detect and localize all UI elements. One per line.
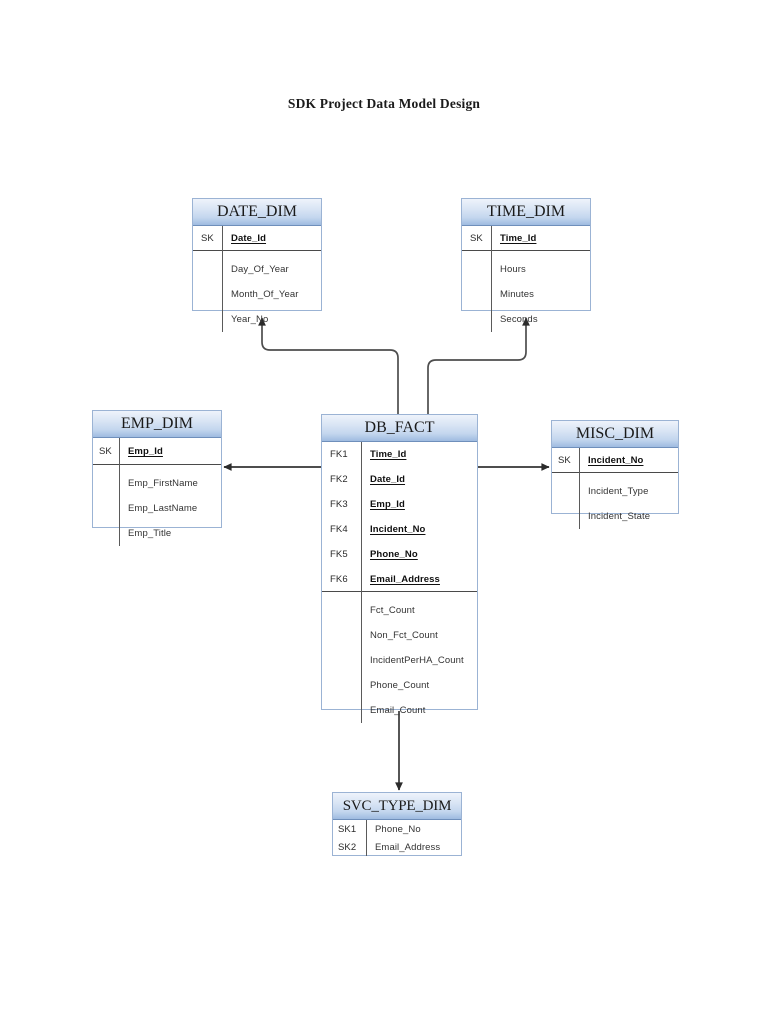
entity-emp-dim-body: SK Emp_Id Emp_FirstName Emp_LastName Emp…	[93, 438, 221, 546]
column-divider	[119, 438, 120, 546]
column-divider	[222, 226, 223, 332]
entity-emp-dim[interactable]: EMP_DIM SK Emp_Id Emp_FirstName Emp_Last…	[92, 410, 222, 546]
field-name: Phone_Count	[370, 680, 430, 691]
table-row[interactable]: Year_No	[193, 307, 321, 332]
table-row[interactable]: FK4 Incident_No	[322, 517, 477, 542]
field-name: Emp_Id	[128, 445, 163, 457]
table-row[interactable]: FK6 Email_Address	[322, 567, 477, 592]
field-name: Email_Address	[375, 841, 441, 853]
field-name: IncidentPerHA_Count	[370, 655, 464, 666]
table-row[interactable]: SK Incident_No	[552, 448, 678, 473]
field-name: Emp_Title	[128, 528, 172, 539]
table-row[interactable]: Seconds	[462, 307, 590, 332]
entity-db-fact-title: DB_FACT	[322, 415, 477, 442]
field-name: Emp_LastName	[128, 503, 198, 514]
entity-svc-type-dim-title: SVC_TYPE_DIM	[333, 793, 461, 820]
column-divider	[361, 442, 362, 723]
entity-svc-type-dim-body: SK1 Phone_No SK2 Email_Address	[333, 820, 461, 856]
field-name: Phone_No	[370, 549, 418, 560]
entity-svc-type-dim[interactable]: SVC_TYPE_DIM SK1 Phone_No SK2 Email_Addr…	[332, 792, 462, 856]
key-tag: SK2	[338, 841, 357, 853]
field-name: Emp_Id	[370, 499, 405, 510]
table-row[interactable]: Emp_Title	[93, 521, 221, 546]
table-row[interactable]: FK2 Date_Id	[322, 467, 477, 492]
key-tag: SK	[201, 232, 214, 244]
field-name: Fct_Count	[370, 605, 415, 616]
column-divider	[366, 820, 367, 856]
table-row[interactable]: Incident_Type	[552, 479, 678, 504]
field-name: Hours	[500, 264, 526, 275]
table-row[interactable]: FK3 Emp_Id	[322, 492, 477, 517]
entity-db-fact-body: FK1 Time_Id FK2 Date_Id FK3 Emp_Id FK4 I…	[322, 442, 477, 723]
entity-misc-dim-title: MISC_DIM	[552, 421, 678, 448]
field-name: Time_Id	[500, 232, 537, 244]
key-tag: FK3	[330, 499, 348, 510]
field-name: Date_Id	[370, 474, 406, 485]
table-row[interactable]: FK5 Phone_No	[322, 542, 477, 567]
table-row[interactable]: Day_Of_Year	[193, 257, 321, 282]
table-row[interactable]: Emp_FirstName	[93, 471, 221, 496]
key-tag: FK5	[330, 549, 348, 560]
entity-db-fact[interactable]: DB_FACT FK1 Time_Id FK2 Date_Id FK3 Emp_…	[321, 414, 478, 723]
table-row[interactable]: SK2 Email_Address	[333, 838, 461, 856]
field-name: Date_Id	[231, 232, 267, 244]
table-row[interactable]: Emp_LastName	[93, 496, 221, 521]
entity-time-dim-body: SK Time_Id Hours Minutes Seconds	[462, 226, 590, 332]
field-name: Email_Address	[370, 573, 440, 585]
page-title: SDK Project Data Model Design	[287, 96, 481, 111]
table-row[interactable]: Non_Fct_Count	[322, 623, 477, 648]
connector-fact-to-time	[427, 317, 530, 414]
table-row[interactable]: SK Time_Id	[462, 226, 590, 251]
field-name: Month_Of_Year	[231, 289, 299, 300]
field-name: Email_Count	[370, 705, 426, 716]
table-row[interactable]: Fct_Count	[322, 598, 477, 623]
entity-emp-dim-title: EMP_DIM	[93, 411, 221, 438]
entity-time-dim[interactable]: TIME_DIM SK Time_Id Hours Minutes Second…	[461, 198, 591, 332]
field-name: Minutes	[500, 289, 534, 300]
field-name: Non_Fct_Count	[370, 630, 438, 641]
field-name: Emp_FirstName	[128, 478, 198, 489]
table-row[interactable]: IncidentPerHA_Count	[322, 648, 477, 673]
field-name: Incident_Type	[588, 486, 649, 497]
field-name: Seconds	[500, 314, 538, 325]
key-tag: SK	[99, 445, 112, 457]
table-row[interactable]: SK Emp_Id	[93, 438, 221, 465]
field-name: Phone_No	[375, 823, 421, 835]
entity-time-dim-title: TIME_DIM	[462, 199, 590, 226]
field-name: Day_Of_Year	[231, 264, 289, 275]
key-tag: FK4	[330, 524, 348, 535]
key-tag: SK1	[338, 823, 357, 835]
column-divider	[491, 226, 492, 332]
key-tag: SK	[470, 232, 483, 244]
table-row[interactable]: SK Date_Id	[193, 226, 321, 251]
table-row[interactable]: SK1 Phone_No	[333, 820, 461, 838]
table-row[interactable]: Phone_Count	[322, 673, 477, 698]
entity-misc-dim-body: SK Incident_No Incident_Type Incident_St…	[552, 448, 678, 529]
field-name: Time_Id	[370, 449, 407, 460]
field-name: Year_No	[231, 314, 269, 325]
table-row[interactable]: FK1 Time_Id	[322, 442, 477, 467]
entity-date-dim-body: SK Date_Id Day_Of_Year Month_Of_Year Yea…	[193, 226, 321, 332]
table-row[interactable]: Month_Of_Year	[193, 282, 321, 307]
field-name: Incident_State	[588, 511, 651, 522]
table-row[interactable]: Hours	[462, 257, 590, 282]
key-tag: FK2	[330, 474, 348, 485]
entity-date-dim[interactable]: DATE_DIM SK Date_Id Day_Of_Year Month_Of…	[192, 198, 322, 332]
entity-misc-dim[interactable]: MISC_DIM SK Incident_No Incident_Type In…	[551, 420, 679, 529]
field-name: Incident_No	[370, 524, 426, 535]
key-tag: SK	[558, 454, 571, 466]
connector-fact-to-date	[258, 317, 399, 414]
field-name: Incident_No	[588, 454, 644, 466]
key-tag: FK6	[330, 573, 348, 585]
table-row[interactable]: Email_Count	[322, 698, 477, 723]
table-row[interactable]: Incident_State	[552, 504, 678, 529]
key-tag: FK1	[330, 449, 348, 460]
table-row[interactable]: Minutes	[462, 282, 590, 307]
entity-date-dim-title: DATE_DIM	[193, 199, 321, 226]
column-divider	[579, 448, 580, 529]
